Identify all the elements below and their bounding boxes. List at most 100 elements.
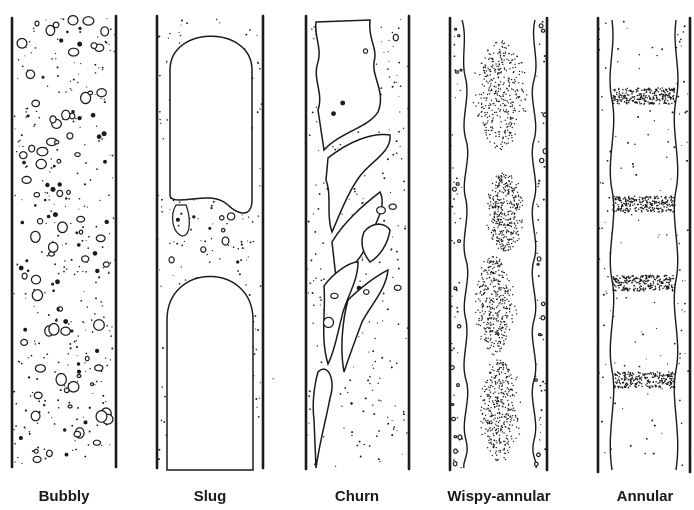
wisp-dot [514,306,515,307]
droplet-dot [633,276,635,278]
bubble-solid [57,66,59,68]
droplet-dot [640,93,642,95]
droplet-dot [654,196,656,198]
droplet-dot [644,373,646,375]
droplet-dot [665,198,667,200]
stipple-dot [159,270,160,271]
wisp-dot [503,84,504,85]
stipple-dot [103,316,105,318]
droplet-dot [626,377,628,379]
wisp-dot [495,430,496,431]
bubble [451,404,454,406]
wisp-dot [510,249,511,250]
stipple-dot [197,218,198,219]
stipple-dot [658,237,659,238]
stipple-dot [78,209,79,210]
droplet-dot [648,198,650,200]
wisp-dot [519,111,520,112]
wisp-dot [515,207,516,208]
stipple-dot [387,423,389,425]
droplet-dot [623,275,625,277]
stipple-dot [684,303,686,305]
wisp-dot [507,439,508,440]
wisp-dot [509,428,510,429]
droplet-dot [622,92,624,94]
bubble [61,327,70,335]
droplet-dot [655,386,657,388]
wisp-dot [515,195,516,196]
wisp-dot [510,305,511,306]
wisp-dot [492,230,493,231]
wisp-dot [495,332,496,333]
wisp-dot [520,402,521,403]
wisp-dot [490,396,491,397]
droplet-dot [666,288,668,290]
wisp-dot [494,417,495,418]
bubble [68,16,78,25]
bubble [393,34,398,40]
droplet-dot [632,378,634,380]
wisp-dot [517,420,518,421]
wisp-dot [507,413,508,414]
wisp-dot [491,120,492,121]
wisp-dot [491,413,492,414]
stipple-dot [340,393,342,395]
droplet-dot [636,210,638,212]
stipple-dot [159,75,161,77]
wisp-dot [516,187,517,188]
wisp-dot [496,359,497,360]
wisp-dot [500,450,501,451]
wisp-dot [495,295,496,296]
stipple-dot [654,120,655,121]
wisp-dot [500,381,501,382]
droplet-dot [626,98,628,100]
wisp-dot [522,220,523,221]
wisp-dot [522,71,523,72]
wisp-dot [482,307,483,308]
wisp-dot [511,102,512,103]
wisp-dot [503,277,504,278]
bubble-solid [47,215,51,219]
wisp-dot [481,111,482,112]
wisp-dot [512,212,513,213]
droplet-dot [627,288,629,290]
wisp-dot [495,271,496,272]
stipple-dot [403,180,405,182]
bubble-solid [51,283,54,286]
stipple-dot [96,424,98,426]
wisp-dot [516,233,517,234]
stipple-dot [18,361,19,362]
wisp-dot [491,415,492,416]
wisp-dot [478,324,479,325]
wisp-dot [481,116,482,117]
wisp-dot [505,363,506,364]
droplet-dot [667,288,669,290]
wisp-dot [483,306,484,307]
bubble-solid [19,266,24,271]
stipple-dot [252,221,254,223]
stipple-dot [110,335,112,337]
stipple-dot [646,438,648,440]
wisp-dot [495,400,496,401]
droplet-dot [642,208,644,210]
stipple-dot [259,398,260,399]
bubble [331,293,338,298]
wisp-dot [515,415,516,416]
stipple-dot [666,234,667,235]
wisp-dot [498,320,499,321]
droplet-dot [659,375,661,377]
stipple-dot [389,76,390,77]
bubble [173,205,190,236]
stipple-dot [687,142,688,143]
wisp-dot [511,226,512,227]
wisp-dot [513,102,514,103]
wisp-dot [481,434,482,435]
droplet-dot [626,208,628,210]
droplet-dot [620,200,622,202]
wisp-dot [500,246,501,247]
stipple-dot [54,263,56,265]
wisp-dot [490,204,491,205]
droplet-dot [661,211,663,213]
droplet-dot [627,289,629,291]
droplet-dot [648,386,650,388]
